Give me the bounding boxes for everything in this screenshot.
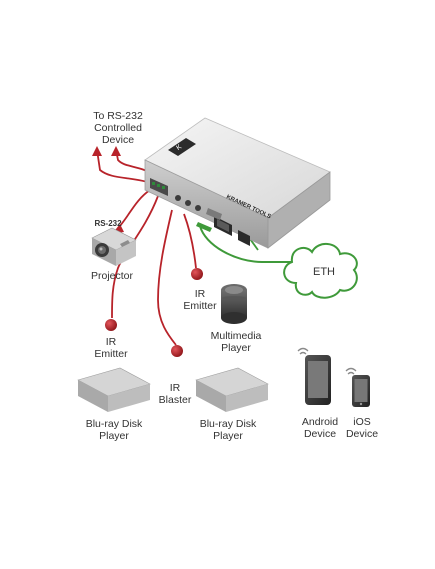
ios-device-icon (352, 375, 370, 407)
ir-emitter-left-label: IR Emitter (94, 336, 128, 360)
rs232-arrow-icon (92, 146, 121, 156)
kramer-control-device: K KRAMER TOOLS (144, 117, 331, 249)
projector-label: Projector (90, 270, 133, 282)
rs232-label: RS-232 (94, 219, 122, 228)
bluray-mid-icon (195, 367, 269, 412)
android-device-label: Android Device (301, 416, 339, 440)
ir-emitter-left-icon (105, 319, 117, 331)
android-device-icon (305, 355, 331, 405)
red-cables (96, 149, 197, 346)
ir-blaster-label: IR Blaster (158, 382, 192, 406)
ios-device-label: iOS Device (345, 416, 379, 440)
multimedia-player-label: Multimedia Player (210, 330, 262, 354)
rs232-device-label: To RS-232 Controlled Device (93, 110, 143, 146)
wifi-ios-icon (345, 367, 357, 375)
ir-blaster-icon (171, 345, 183, 357)
bluray-left-label: Blu-ray Disk Player (85, 418, 143, 442)
wifi-android-icon (297, 347, 309, 355)
eth-label: ETH (313, 266, 335, 278)
projector-icon (91, 227, 137, 266)
ir-emitter-mid-icon (191, 268, 203, 280)
power-port (238, 230, 250, 246)
ir-emitter-mid-label: IR Emitter (183, 288, 217, 312)
multimedia-player-icon (221, 284, 247, 324)
ir-ports (175, 195, 201, 211)
ethernet-port (214, 216, 232, 236)
bluray-mid-label: Blu-ray Disk Player (199, 418, 257, 442)
terminal-block (150, 178, 168, 196)
bluray-left-icon (77, 367, 151, 412)
svg-text:K: K (175, 143, 183, 152)
kramer-logo-icon: K (168, 138, 196, 156)
eth-cloud-icon (283, 243, 358, 299)
